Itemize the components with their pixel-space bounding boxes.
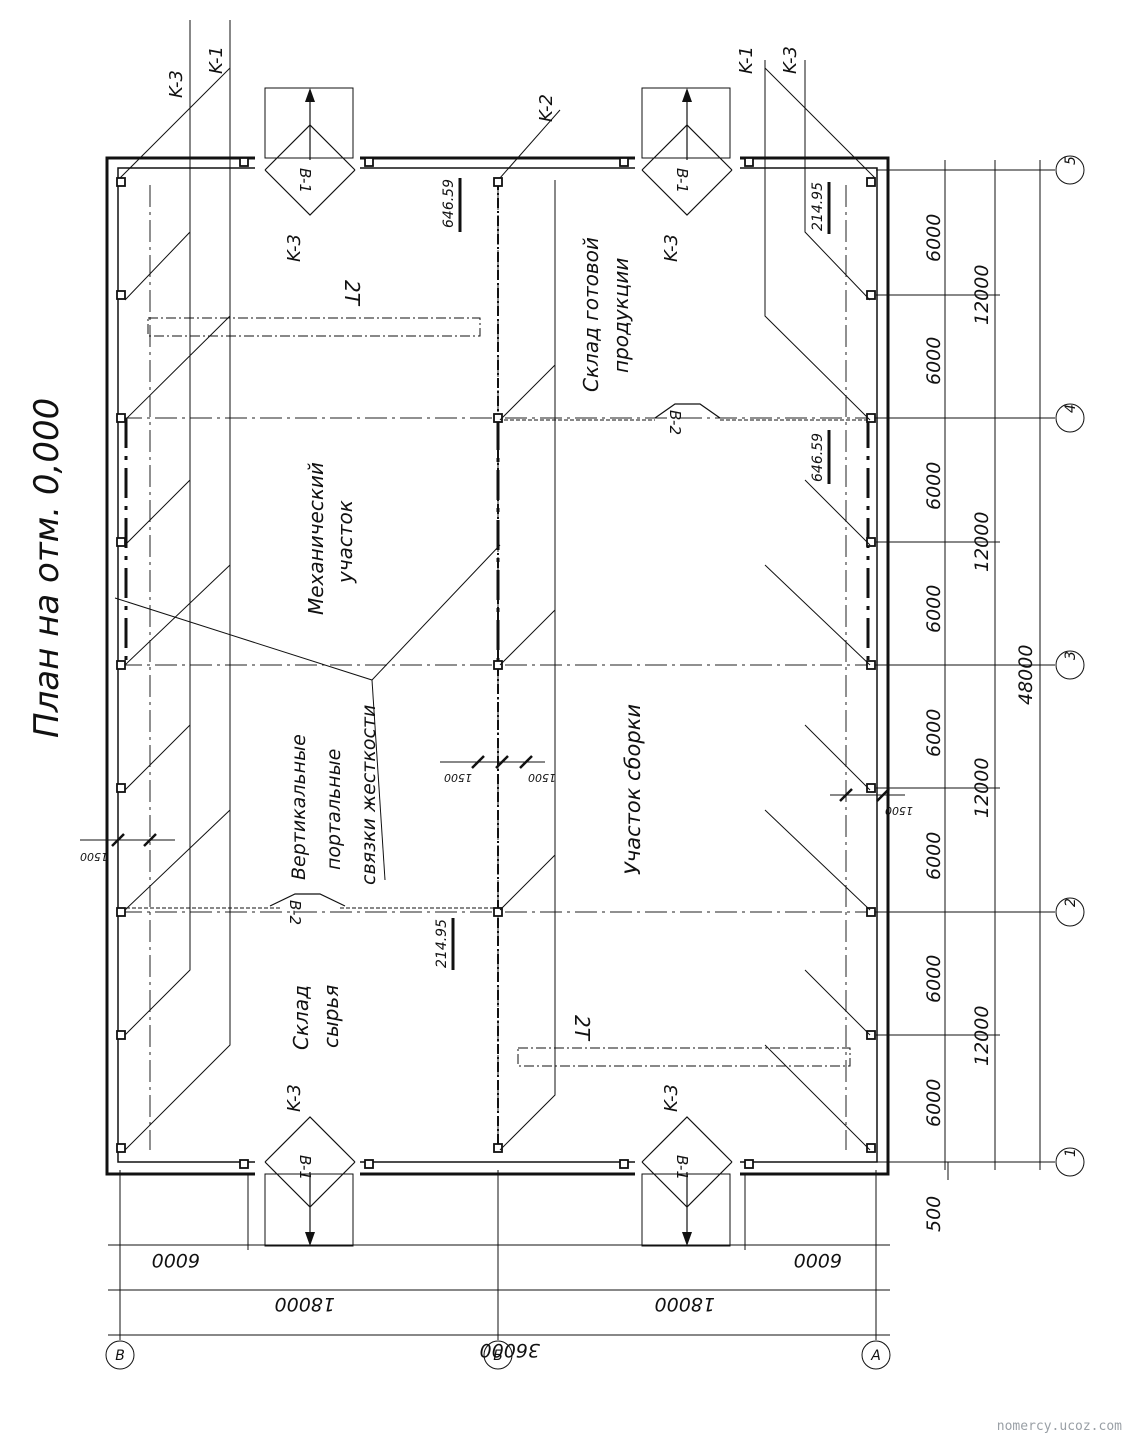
label-k3-right: K-3 — [780, 46, 801, 74]
numeric-axis-bubbles: 1 2 3 4 5 — [1055, 155, 1085, 1177]
axis-A: А — [870, 1348, 881, 1364]
dim-1500-d: 1500 — [885, 804, 913, 817]
dim-6000-r7: 6000 — [923, 955, 945, 1003]
dim-500: 500 — [923, 1196, 945, 1232]
label-k3-gate2: K-3 — [661, 234, 682, 262]
dim-36000: 36000 — [480, 1339, 540, 1361]
letter-axis-bubbles: В Б А — [105, 1340, 891, 1370]
elevation-marks: 646.59 214.95 214.95 646.59 — [434, 178, 831, 970]
dim-12000-r3: 12000 — [971, 758, 993, 818]
dim-12000-r4: 12000 — [971, 1006, 993, 1066]
elevation-mid-right: 646.59 — [810, 433, 826, 482]
gates — [264, 87, 733, 1247]
room-raw-line1: Склад — [289, 985, 313, 1050]
dim-6000-r8: 6000 — [923, 1079, 945, 1127]
label-crane-bottom: 2T — [570, 1015, 594, 1042]
bottom-dimension-labels: 500 6000 6000 18000 18000 36000 — [152, 1196, 945, 1361]
dim-6000-r5: 6000 — [923, 709, 945, 757]
dim-6000-r2: 6000 — [923, 337, 945, 385]
label-b1-bottom-right: B-1 — [673, 1155, 691, 1180]
label-b2-right: B-2 — [666, 410, 684, 435]
elevation-top-right: 214.95 — [810, 182, 826, 231]
right-dimension-chains — [876, 160, 1055, 1170]
room-labels: Механический участок Вертикальные портал… — [288, 237, 645, 1050]
plan-title: План на отм. 0,000 — [27, 398, 67, 738]
axis-3: 3 — [1063, 651, 1079, 660]
room-finished-line1: Склад готовой — [579, 237, 603, 392]
dim-1500-c: 1500 — [528, 771, 556, 784]
room-mechanical-line2: участок — [333, 500, 357, 584]
columns — [116, 157, 876, 1169]
diagonal-leaders — [114, 20, 876, 1151]
dim-12000-r2: 12000 — [971, 512, 993, 572]
label-k1-left: K-1 — [206, 46, 227, 74]
axis-1: 1 — [1063, 1148, 1079, 1157]
elevation-mid-left: 214.95 — [434, 919, 450, 968]
label-b1-bottom-left: B-1 — [296, 1155, 314, 1180]
room-assembly: Участок сборки — [621, 704, 645, 875]
label-k3-gate3: K-3 — [284, 1084, 305, 1112]
bracing-line3: связки жесткости — [358, 705, 380, 885]
dim-1500-a: 1500 — [80, 850, 108, 863]
dim-6000-r4: 6000 — [923, 585, 945, 633]
label-crane-top: 2T — [340, 280, 364, 307]
room-raw-line2: сырья — [319, 985, 343, 1048]
label-k2: K-2 — [536, 94, 557, 122]
axis-5: 5 — [1063, 156, 1079, 165]
dim-12000-r1: 12000 — [971, 265, 993, 325]
bottom-dimension-chains — [108, 1162, 949, 1340]
dim-1500-b: 1500 — [444, 771, 472, 784]
elevation-top-mid: 646.59 — [441, 179, 457, 228]
column-type-labels: K-3 K-1 K-2 K-1 K-3 K-3 K-3 K-3 K-3 — [166, 46, 801, 1112]
gate-labels: B-1 B-1 B-1 B-1 B-2 B-2 2T 2T — [286, 168, 691, 1180]
dim-6000-r1: 6000 — [923, 214, 945, 262]
dim-6000-r3: 6000 — [923, 462, 945, 510]
right-dimension-labels: 6000 6000 6000 6000 6000 6000 6000 6000 … — [923, 214, 1037, 1127]
axis-B: Б — [493, 1348, 503, 1364]
small-dimensions: 1500 1500 1500 1500 — [80, 755, 913, 863]
bracing-line2: портальные — [323, 749, 345, 870]
label-k3-left: K-3 — [166, 70, 187, 98]
axis-2: 2 — [1063, 898, 1079, 907]
dim-18000-b2: 18000 — [655, 1293, 715, 1315]
label-b1-top-right: B-1 — [673, 168, 691, 193]
dim-6000-b1: 6000 — [152, 1249, 200, 1271]
dim-6000-b2: 6000 — [794, 1249, 842, 1271]
room-mechanical-line1: Механический — [304, 462, 328, 615]
crane-beams — [147, 317, 851, 1067]
axis-V: В — [115, 1348, 125, 1364]
dim-6000-r6: 6000 — [923, 832, 945, 880]
label-k3-gate1: K-3 — [284, 234, 305, 262]
label-k1-right: K-1 — [736, 46, 757, 74]
watermark: nomercy.ucoz.com — [996, 1419, 1122, 1434]
bracing-line1: Вертикальные — [288, 734, 310, 880]
dim-18000-b1: 18000 — [275, 1293, 335, 1315]
dim-48000: 48000 — [1015, 645, 1037, 705]
label-k3-gate4: K-3 — [661, 1084, 682, 1112]
label-b1-top-left: B-1 — [296, 168, 314, 193]
axis-4: 4 — [1063, 404, 1079, 413]
label-b2-left: B-2 — [286, 900, 304, 925]
room-finished-line2: продукции — [609, 258, 633, 373]
